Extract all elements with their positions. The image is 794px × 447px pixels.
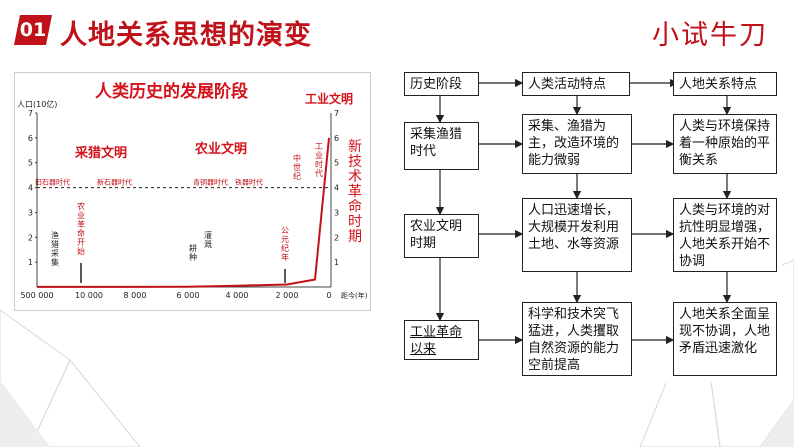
y-tick-left: 1: [28, 258, 33, 267]
event-label: 元: [281, 235, 289, 244]
new-tech-label: 时: [348, 214, 362, 230]
era-label-industrial: 代: [315, 168, 323, 178]
stage-label: 采猎文明: [74, 145, 127, 161]
event-label: 耕: [189, 243, 197, 253]
col3-agri: 人类与环境的对抗性明显增强，人地关系开始不协调: [673, 198, 777, 272]
event-label: 业: [77, 210, 85, 220]
era-label-industrial: 工: [315, 142, 323, 151]
new-tech-label: 新: [348, 139, 362, 155]
y-tick-left: 5: [28, 159, 33, 168]
page-title: 人地关系思想的演变: [60, 20, 312, 51]
y-tick-right: 4: [334, 184, 339, 193]
era-label: 铁器时代: [235, 178, 263, 187]
era-label: 新石器时代: [97, 178, 132, 187]
event-label: 溉: [204, 240, 212, 249]
event-label: 集: [51, 257, 59, 267]
y-tick-right: 5: [334, 159, 339, 168]
event-label: 灌: [204, 230, 212, 240]
col2-header: 人类活动特点: [522, 72, 630, 96]
y-tick-left: 4: [28, 184, 33, 193]
col2-industrial: 科学和技术突飞猛进，人类攫取自然资源的能力空前提高: [522, 302, 632, 376]
x-tick-label: 2 000: [276, 291, 299, 300]
x-tick-label: 10 000: [75, 291, 103, 300]
col2-hunting: 采集、渔猎为主，改造环境的能力微弱: [522, 114, 632, 174]
new-tech-label: 革: [348, 184, 362, 200]
y-tick-left: 3: [28, 208, 33, 217]
col2-agri: 人口迅速增长，大规模开发利用土地、水等资源: [522, 198, 632, 272]
topic-label: 小试牛刀: [652, 20, 768, 51]
col3-hunting: 人类与环境保持着一种原始的平衡关系: [673, 114, 777, 174]
x-tick-label: 0: [326, 291, 331, 300]
y-tick-left: 6: [28, 134, 33, 143]
event-label: 始: [77, 246, 85, 256]
col1-stage-hunting: 采集渔猎时代: [404, 122, 479, 170]
event-label: 种: [189, 252, 197, 262]
history-chart: 人类历史的发展阶段人口(10亿) 工业文明 1 1 2 2 3 3 4 4 5 5 6 6 7 7 500 00…: [14, 72, 371, 311]
event-label: 纪: [281, 243, 289, 253]
new-tech-label: 命: [348, 198, 362, 215]
flowchart: 历史阶段 采集渔猎时代 农业文明时期 工业革命以来 人类活动特点 采集、渔猎为主…: [402, 62, 782, 383]
chart-title: 人类历史的发展阶段: [95, 81, 248, 102]
era-label-medieval: 纪: [293, 171, 301, 181]
event-label: 渔: [51, 230, 59, 240]
col3-header: 人地关系特点: [673, 72, 777, 96]
event-label: 猎: [51, 239, 59, 249]
era-label: 旧石器时代: [35, 178, 70, 187]
y-axis-label: 人口(10亿): [17, 99, 57, 109]
y-tick-left: 2: [28, 233, 33, 242]
event-label: 采: [51, 248, 59, 258]
y-tick-right: 1: [334, 258, 339, 267]
era-label-medieval: 中: [293, 153, 301, 163]
flow-arrows: [435, 78, 732, 345]
x-axis-label: 距今(年): [341, 291, 368, 300]
era-label-medieval: 世: [293, 162, 301, 172]
x-tick-label: 4 000: [226, 291, 249, 300]
y-tick-right: 2: [334, 233, 339, 242]
event-label: 革: [77, 219, 85, 229]
x-tick-label: 8 000: [124, 291, 147, 300]
section-number: 01: [19, 19, 47, 41]
new-tech-label: 期: [348, 229, 362, 245]
x-tick-label: 6 000: [177, 291, 200, 300]
y-tick-left: 7: [28, 109, 33, 118]
stage-label: 农业文明: [194, 141, 247, 157]
event-label: 农: [77, 201, 85, 211]
y-tick-right: 7: [334, 109, 339, 118]
event-label: 开: [77, 238, 85, 247]
col1-stage-agri: 农业文明时期: [404, 214, 479, 258]
col3-industrial: 人地关系全面呈现不协调，人地矛盾迅速激化: [673, 302, 777, 376]
population-curve: [37, 137, 330, 288]
event-label: 年: [281, 252, 289, 262]
industrial-label: 工业文明: [305, 91, 353, 106]
era-label-industrial: 时: [315, 159, 323, 169]
y-tick-right: 6: [334, 134, 339, 143]
y-tick-right: 3: [334, 208, 339, 217]
col1-header: 历史阶段: [404, 72, 479, 96]
col1-stage-industrial: 工业革命以来: [404, 320, 479, 360]
era-label: 青铜器时代: [193, 178, 228, 187]
badge-shape: [14, 15, 52, 45]
event-label: 公: [281, 226, 289, 235]
new-tech-label: 技: [348, 154, 362, 170]
era-label-industrial: 业: [315, 150, 323, 160]
new-tech-label: 术: [348, 169, 362, 185]
x-tick-label: 500 000: [20, 291, 53, 300]
event-label: 命: [77, 228, 85, 238]
